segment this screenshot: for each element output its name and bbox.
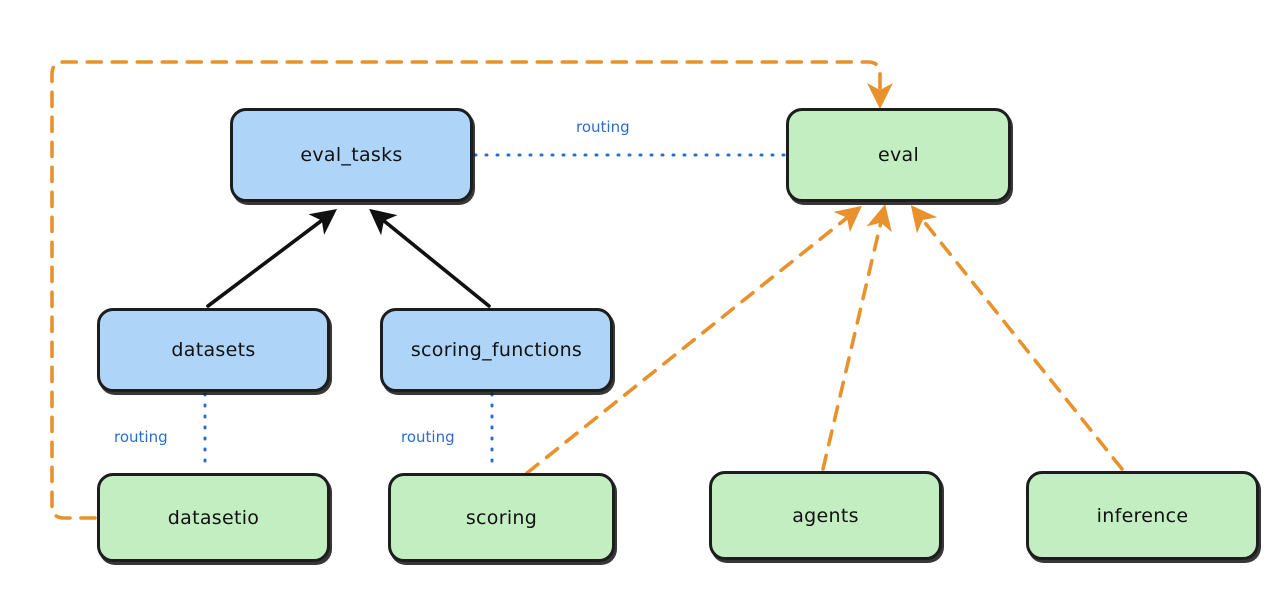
node-datasetio[interactable]: datasetio bbox=[97, 473, 330, 562]
node-eval[interactable]: eval bbox=[786, 108, 1011, 202]
node-label-eval-tasks: eval_tasks bbox=[300, 144, 403, 166]
edge-datasetio-to-eval bbox=[50, 60, 893, 520]
edge-scoring-to-eval bbox=[525, 205, 862, 475]
node-label-datasets: datasets bbox=[171, 339, 256, 361]
edge-agents-to-eval bbox=[821, 204, 892, 471]
edge-datasets-to-eval-tasks bbox=[206, 208, 338, 308]
node-label-inference: inference bbox=[1096, 504, 1189, 527]
node-scoring-functions[interactable]: scoring_functions bbox=[380, 308, 613, 392]
node-agents[interactable]: agents bbox=[709, 471, 942, 560]
edge-inference-to-eval bbox=[910, 205, 1124, 471]
node-eval-tasks[interactable]: eval_tasks bbox=[230, 108, 473, 202]
node-label-agents: agents bbox=[792, 504, 859, 527]
node-datasets[interactable]: datasets bbox=[97, 308, 330, 392]
node-scoring[interactable]: scoring bbox=[388, 473, 615, 562]
edge-label-routing-datasets-datasetio: routing bbox=[114, 428, 168, 446]
node-label-scoring-functions: scoring_functions bbox=[410, 339, 583, 361]
node-label-eval: eval bbox=[877, 144, 920, 166]
edge-label-routing-eval-tasks-eval: routing bbox=[576, 118, 630, 136]
edge-label-routing-scoring-functions-scoring: routing bbox=[401, 428, 455, 446]
edge-scoring-functions-to-eval-tasks bbox=[369, 208, 491, 308]
node-inference[interactable]: inference bbox=[1026, 471, 1259, 560]
node-label-scoring: scoring bbox=[465, 506, 538, 529]
node-label-datasetio: datasetio bbox=[167, 506, 260, 529]
